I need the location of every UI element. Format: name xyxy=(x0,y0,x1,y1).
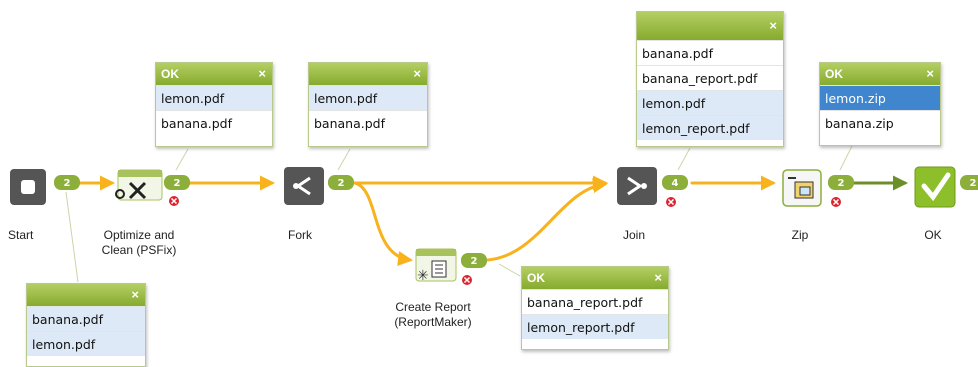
popup-header: × xyxy=(27,284,145,306)
node-join[interactable] xyxy=(617,167,657,205)
file-row[interactable]: banana.pdf xyxy=(156,110,272,135)
badge-fork: 2 xyxy=(338,178,345,189)
file-row[interactable]: banana.pdf xyxy=(637,40,783,65)
node-label-optimize: Optimize and Clean (PSFix) xyxy=(101,228,177,257)
badge-optimize: 2 xyxy=(174,178,181,189)
close-icon[interactable]: × xyxy=(926,66,934,81)
popup-header: OK × xyxy=(522,267,668,289)
badge-start: 2 xyxy=(64,178,71,189)
popup-header: × xyxy=(637,12,783,40)
node-start[interactable] xyxy=(10,169,46,205)
close-icon[interactable]: × xyxy=(258,66,266,81)
file-row[interactable]: lemon_report.pdf xyxy=(637,115,783,140)
error-icon-join xyxy=(666,197,676,207)
checkmark-icon xyxy=(921,172,951,202)
node-fork[interactable] xyxy=(284,167,324,205)
connectors xyxy=(78,175,908,266)
error-icon-report xyxy=(462,275,472,285)
popup-header: OK × xyxy=(156,63,272,85)
node-label-join: Join xyxy=(622,228,645,242)
error-icon-optimize xyxy=(169,196,179,206)
file-row[interactable]: lemon.pdf xyxy=(637,90,783,115)
file-row[interactable]: banana_report.pdf xyxy=(637,65,783,90)
node-label-report: Create Report (ReportMaker) xyxy=(394,300,472,329)
node-label-ok: OK xyxy=(924,228,942,242)
count-badges: 2 2 2 2 4 2 2 xyxy=(54,175,978,268)
node-label-fork: Fork xyxy=(288,228,312,242)
file-row[interactable]: banana.pdf xyxy=(309,110,427,135)
node-label-zip: Zip xyxy=(791,228,809,242)
file-popup-join[interactable]: × banana.pdf banana_report.pdf lemon.pdf… xyxy=(636,11,784,147)
tools-icon xyxy=(115,181,147,200)
file-row-selected[interactable]: lemon.zip xyxy=(820,85,940,110)
node-optimize[interactable] xyxy=(115,169,163,201)
node-zip[interactable] xyxy=(782,169,822,207)
popup-status: OK xyxy=(825,67,843,81)
file-row[interactable]: banana_report.pdf xyxy=(522,289,668,314)
node-report[interactable]: ✳ xyxy=(415,248,457,284)
connector-report-join xyxy=(486,178,608,262)
file-popup-start[interactable]: × banana.pdf lemon.pdf xyxy=(26,283,146,367)
file-row[interactable]: lemon.pdf xyxy=(156,85,272,110)
badge-join: 4 xyxy=(672,178,679,189)
badge-zip: 2 xyxy=(838,178,845,189)
error-icon-zip xyxy=(831,197,841,207)
badge-ok: 2 xyxy=(970,178,977,189)
close-icon[interactable]: × xyxy=(413,66,421,81)
popup-header: OK × xyxy=(820,63,940,85)
close-icon[interactable]: × xyxy=(769,18,777,33)
file-popup-optimize[interactable]: OK × lemon.pdf banana.pdf xyxy=(155,62,273,147)
zip-icon xyxy=(788,177,814,199)
node-ok[interactable] xyxy=(914,166,956,208)
svg-text:✳: ✳ xyxy=(417,268,429,284)
report-icon: ✳ xyxy=(417,260,447,284)
close-icon[interactable]: × xyxy=(654,270,662,285)
connector-fork-report xyxy=(353,181,413,266)
file-row[interactable]: banana.pdf xyxy=(27,306,145,331)
file-row[interactable]: lemon.pdf xyxy=(309,85,427,110)
file-popup-zip[interactable]: OK × lemon.zip banana.zip xyxy=(819,62,941,146)
popup-status: OK xyxy=(161,67,179,81)
file-popup-report[interactable]: OK × banana_report.pdf lemon_report.pdf xyxy=(521,266,669,350)
error-indicators[interactable] xyxy=(169,196,841,285)
file-row[interactable]: lemon_report.pdf xyxy=(522,314,668,339)
popup-leaders xyxy=(65,145,853,283)
node-label-start: Start xyxy=(8,228,34,242)
close-icon[interactable]: × xyxy=(131,287,139,302)
popup-header: × xyxy=(309,63,427,85)
file-row[interactable]: lemon.pdf xyxy=(27,331,145,356)
popup-status: OK xyxy=(527,271,545,285)
badge-report: 2 xyxy=(471,256,478,267)
file-popup-fork[interactable]: × lemon.pdf banana.pdf xyxy=(308,62,428,147)
file-row[interactable]: banana.zip xyxy=(820,110,940,135)
join-icon xyxy=(627,176,643,196)
start-icon xyxy=(21,180,35,194)
